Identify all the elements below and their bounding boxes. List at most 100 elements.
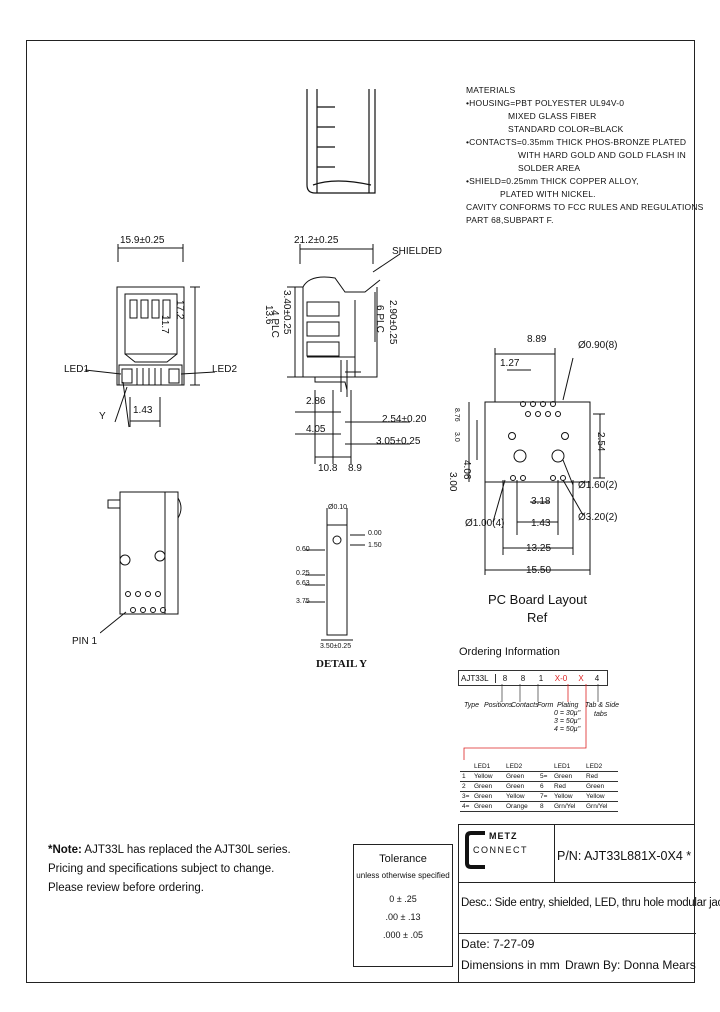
- materials-line: PART 68,SUBPART F.: [466, 215, 554, 225]
- led-cell: Green: [586, 783, 605, 790]
- led-cell: 1: [462, 773, 466, 780]
- plating-option: 0 = 30µ": [554, 710, 581, 717]
- metz-logo-icon: [465, 831, 485, 869]
- led-cell: Red: [586, 773, 598, 780]
- led-header-cell: LED2: [586, 763, 603, 770]
- top-view-drawing: [306, 89, 376, 194]
- led-cell: Grn/Yel: [586, 803, 608, 810]
- plating-option: 4 = 50µ": [554, 726, 581, 733]
- led-header-cell: LED1: [474, 763, 491, 770]
- logo-text-top: METZ: [489, 831, 518, 841]
- materials-line: MIXED GLASS FIBER: [508, 111, 597, 121]
- side-dim-254: 2.54±0.20: [382, 414, 427, 425]
- led-cell: 6: [540, 783, 544, 790]
- led-cell: Green: [474, 803, 493, 810]
- led-cell: Red: [554, 783, 566, 790]
- plating-option: 3 = 50µ": [554, 718, 581, 725]
- pcb-dim-300: 3.00: [447, 472, 458, 492]
- led-cell: Yellow: [586, 793, 605, 800]
- side-pin-dim-note: 4 PLC: [269, 310, 280, 338]
- materials-line: STANDARD COLOR=BLACK: [508, 124, 624, 134]
- led-cell: Yellow: [474, 773, 493, 780]
- led-table-row: 2 Green Green 6 Red Green: [460, 781, 618, 792]
- materials-line: CAVITY CONFORMS TO FCC RULES AND REGULAT…: [466, 202, 704, 212]
- detail-y-drawing: [305, 508, 365, 641]
- led-cell: 4=: [462, 803, 470, 810]
- tolerance-title: Tolerance: [379, 853, 427, 865]
- pcb-dim-889: 8.89: [527, 334, 547, 345]
- led-cell: Green: [506, 773, 525, 780]
- note-label: *Note:: [48, 844, 82, 856]
- detail-y-callout: Y: [99, 411, 106, 422]
- dimensions-unit: Dimensions in mm: [461, 958, 560, 972]
- ordering-label-contacts: Contacts: [511, 702, 539, 709]
- materials-line: •CONTACTS=0.35mm THICK PHOS-BRONZE PLATE…: [466, 137, 687, 147]
- ordering-code-box: AJT33L 8 8 1 X-0 X 4: [458, 670, 608, 686]
- front-height-dim: 17.2: [174, 300, 185, 320]
- detail-dim-bottom: 3.50±0.25: [320, 643, 352, 650]
- led-cell: 2: [462, 783, 466, 790]
- logo-text-bottom: CONNECT: [473, 845, 528, 855]
- pcb-dim-left2: 3.0: [453, 432, 460, 442]
- tolerance-row: .00 ± .13: [385, 912, 421, 922]
- led-cell: Green: [506, 783, 525, 790]
- led-table-header: LED1 LED2 LED1 LED2: [460, 762, 618, 772]
- led-header-cell: LED1: [554, 763, 571, 770]
- led-header-cell: [538, 762, 552, 772]
- ordering-title: Ordering Information: [459, 646, 560, 658]
- title-block-header: METZ CONNECT P/N: AJT33L881X-0X4 *: [459, 825, 696, 883]
- led-cell: 7=: [540, 793, 548, 800]
- materials-line: •HOUSING=PBT POLYESTER UL94V-0: [466, 98, 625, 108]
- materials-line: SOLDER AREA: [518, 163, 581, 173]
- tolerance-box: Tolerance unless otherwise specified 0 ±…: [353, 844, 453, 967]
- pcb-dim-left1: 8.76: [453, 408, 460, 422]
- materials-line: WITH HARD GOLD AND GOLD FLASH IN: [518, 150, 686, 160]
- tolerance-row: .000 ± .05: [383, 930, 423, 940]
- ordering-label-tab: Tab & Side: [585, 702, 619, 709]
- drawing-frame: [26, 40, 695, 983]
- led-color-table: LED1 LED2 LED1 LED2 1 Yellow Green 5= Gr…: [460, 762, 618, 812]
- front-view-drawing: [85, 244, 216, 428]
- ordering-label-form: Form: [537, 702, 554, 709]
- side-pin-dim: 3.40±0.25: [281, 290, 292, 335]
- led-table-row: 1 Yellow Green 5= Green Red: [460, 771, 618, 782]
- led-cell: 3=: [462, 793, 470, 800]
- pcb-subtitle: Ref: [527, 610, 548, 625]
- ordering-label-type: Type: [464, 702, 480, 709]
- pcb-layout-drawing: [468, 348, 605, 575]
- detail-dim-l4: 3.75: [296, 598, 310, 605]
- led-cell: Orange: [506, 803, 528, 810]
- led1-label: LED1: [64, 364, 90, 375]
- detail-dim-top: Ø0.10: [328, 504, 348, 511]
- detail-dim-l1: 0.60: [296, 546, 310, 553]
- materials-line: PLATED WITH NICKEL.: [500, 189, 596, 199]
- drawing-date: Date: 7-27-09: [461, 937, 535, 951]
- note-line: AJT33L has replaced the AJT30L series.: [81, 844, 291, 856]
- ordering-code: 8: [502, 673, 508, 683]
- pcb-dim-143: 1.43: [531, 518, 551, 529]
- led-cell: Green: [474, 783, 493, 790]
- materials-notes: MATERIALS •HOUSING=PBT POLYESTER UL94V-0…: [466, 84, 704, 227]
- side-dim-305: 3.05±0.25: [376, 436, 421, 447]
- pcb-hole-320: Ø3.20(2): [578, 512, 618, 523]
- title-block-divider: [459, 933, 696, 934]
- side-dim-89: 8.9: [348, 463, 362, 474]
- title-block: METZ CONNECT P/N: AJT33L881X-0X4 * Desc.…: [458, 824, 720, 983]
- pcb-hole-100: Ø1.00(4): [465, 518, 505, 529]
- tolerance-row: 0 ± .25: [389, 894, 417, 904]
- led-table-row: 3= Green Yellow 7= Yellow Yellow: [460, 791, 618, 802]
- pcb-dim-127: 1.27: [500, 358, 520, 369]
- side-shield-dim-note: 6 PLC: [374, 305, 385, 333]
- detail-dim-l3: 6.63: [296, 580, 310, 587]
- logo-area: METZ CONNECT: [459, 825, 555, 883]
- led-cell: Green: [554, 773, 573, 780]
- ordering-label-tabs: tabs: [594, 711, 608, 718]
- ordering-code: X: [578, 673, 584, 683]
- pcb-dim-254: 2.54: [595, 432, 606, 452]
- note-line: Pricing and specifications subject to ch…: [48, 863, 275, 875]
- description: Desc.: Side entry, shielded, LED, thru h…: [461, 897, 720, 909]
- ordering-code: 4: [594, 673, 600, 683]
- pcb-dim-1325: 13.25: [526, 543, 552, 554]
- plating-options: 0 = 30µ" 3 = 50µ" 4 = 50µ": [554, 710, 580, 734]
- pcb-dim-318: 3.18: [531, 496, 551, 507]
